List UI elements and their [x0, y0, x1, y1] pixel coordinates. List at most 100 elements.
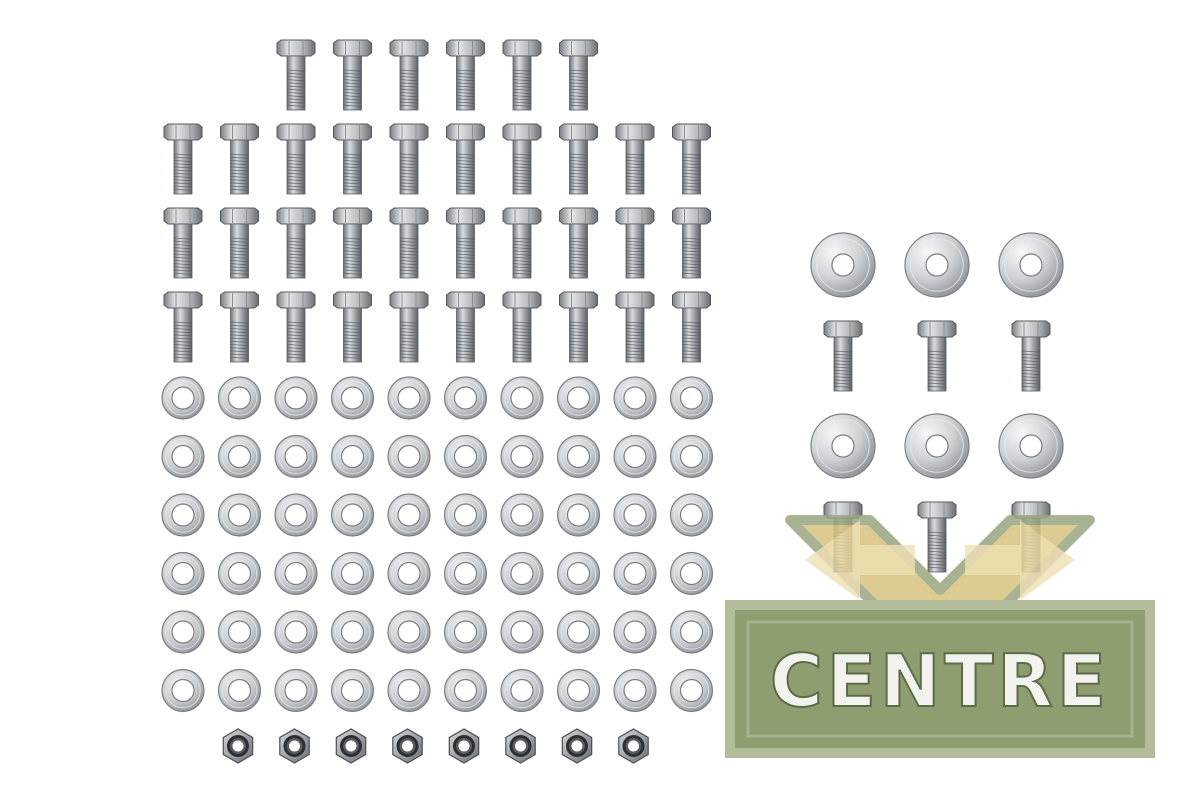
flat-washer: [330, 376, 375, 420]
flat-washer: [998, 232, 1064, 298]
flat-washer: [387, 493, 431, 537]
flat-washer: [669, 493, 714, 537]
flat-washer: [217, 668, 262, 713]
lock-nut: [448, 728, 480, 764]
flat-washer: [443, 434, 488, 479]
flat-washer: [500, 668, 544, 713]
hex-bolt: [163, 291, 203, 363]
flat-washer: [810, 232, 876, 298]
flat-washer: [500, 610, 544, 654]
hex-bolt: [276, 123, 316, 195]
lock-nut: [505, 728, 536, 764]
flat-washer: [387, 610, 431, 654]
flat-washer: [613, 668, 657, 713]
hex-bolt: [446, 123, 485, 195]
hex-bolt: [1011, 320, 1051, 392]
hex-bolt: [446, 39, 485, 111]
flat-washer: [330, 434, 375, 479]
flat-washer: [161, 434, 205, 479]
lock-nut: [222, 728, 254, 764]
flat-washer: [500, 434, 544, 479]
flat-washer: [217, 551, 262, 596]
lock-nut: [618, 728, 649, 764]
flat-washer: [613, 376, 657, 420]
hex-bolt: [615, 291, 655, 363]
hex-bolt: [502, 207, 542, 279]
hex-bolt: [389, 291, 429, 363]
flat-washer: [443, 610, 488, 654]
flat-washer: [556, 668, 601, 713]
hex-bolt: [672, 123, 711, 195]
hex-bolt: [502, 123, 542, 195]
hex-bolt: [333, 207, 372, 279]
flat-washer: [904, 232, 970, 298]
flat-washer: [330, 493, 375, 537]
hex-bolt: [220, 123, 259, 195]
flat-washer: [274, 551, 318, 596]
flat-washer: [161, 668, 205, 713]
hex-bolt: [276, 291, 316, 363]
flat-washer: [556, 434, 601, 479]
hex-bolt: [333, 123, 372, 195]
flat-washer: [387, 668, 431, 713]
flat-washer: [443, 493, 488, 537]
flat-washer: [669, 376, 714, 420]
flat-washer: [330, 668, 375, 713]
flat-washer: [556, 376, 601, 420]
flat-washer: [161, 551, 205, 596]
hex-bolt: [672, 207, 711, 279]
hex-bolt: [163, 207, 203, 279]
flat-washer: [904, 413, 970, 479]
lock-nut: [279, 728, 310, 764]
flat-washer: [669, 668, 714, 713]
flat-washer: [500, 551, 544, 596]
hex-bolt: [502, 291, 542, 363]
lock-nut: [335, 728, 367, 764]
centre-watermark-logo: CENTRE: [725, 515, 1155, 758]
hex-bolt: [917, 320, 957, 392]
flat-washer: [613, 434, 657, 479]
hex-bolt: [559, 39, 598, 111]
hex-bolt: [446, 207, 485, 279]
flat-washer: [161, 376, 205, 420]
flat-washer: [669, 551, 714, 596]
hex-bolt: [220, 207, 259, 279]
flat-washer: [274, 493, 318, 537]
flat-washer: [669, 434, 714, 479]
flat-washer: [500, 493, 544, 537]
flat-washer: [443, 551, 488, 596]
hex-bolt: [333, 39, 372, 111]
flat-washer: [274, 668, 318, 713]
hex-bolt: [917, 501, 957, 573]
flat-washer: [613, 551, 657, 596]
flat-washer: [613, 493, 657, 537]
flat-washer: [274, 376, 318, 420]
hex-bolt: [672, 291, 711, 363]
flat-washer: [998, 413, 1064, 479]
flat-washer: [217, 434, 262, 479]
lock-nut: [392, 728, 423, 764]
flat-washer: [443, 668, 488, 713]
flat-washer: [387, 376, 431, 420]
hex-bolt: [276, 207, 316, 279]
flat-washer: [217, 493, 262, 537]
flat-washer: [274, 434, 318, 479]
hex-bolt: [389, 123, 429, 195]
flat-washer: [669, 610, 714, 654]
hex-bolt: [615, 207, 655, 279]
flat-washer: [217, 610, 262, 654]
hex-bolt: [163, 123, 203, 195]
flat-washer: [330, 551, 375, 596]
watermark-text: CENTRE: [770, 639, 1110, 723]
flat-washer: [500, 376, 544, 420]
hex-bolt: [559, 207, 598, 279]
watermark-badge: [725, 600, 1155, 758]
nut-row: [222, 728, 649, 764]
flat-washer: [330, 610, 375, 654]
flat-washer: [387, 551, 431, 596]
hex-bolt: [389, 39, 429, 111]
hex-bolt: [389, 207, 429, 279]
flat-washer: [556, 610, 601, 654]
flat-washer: [443, 376, 488, 420]
